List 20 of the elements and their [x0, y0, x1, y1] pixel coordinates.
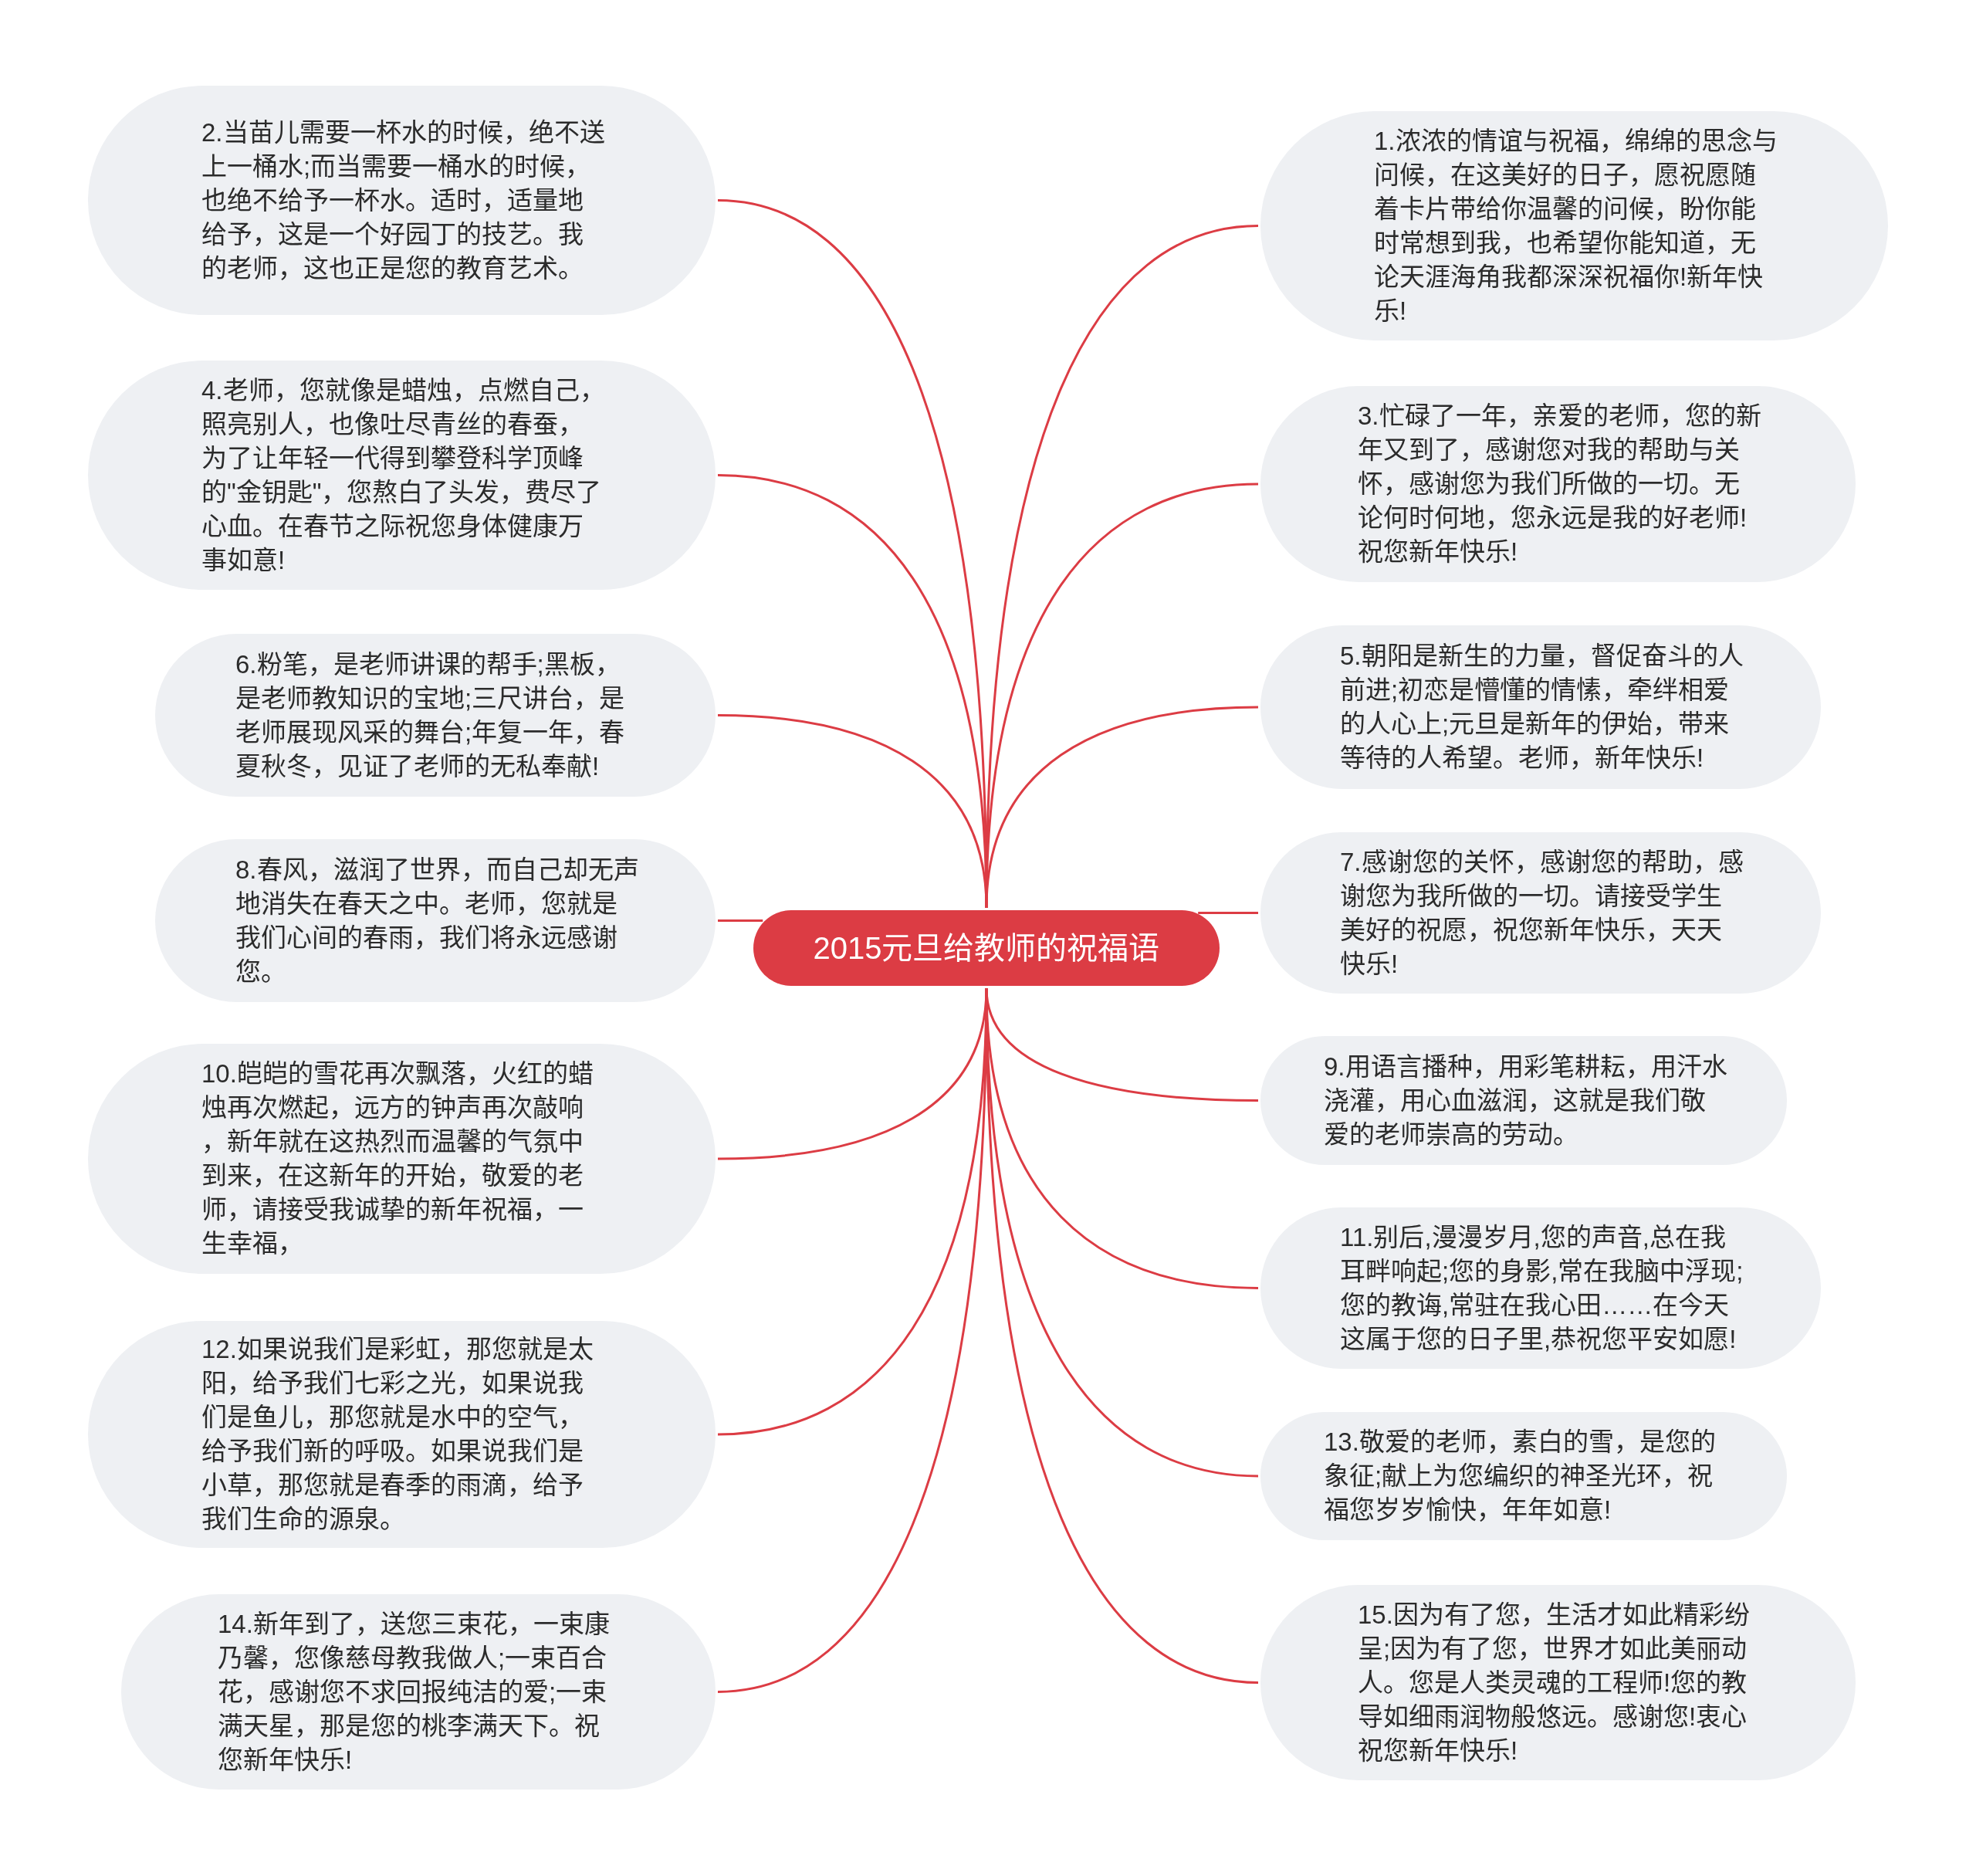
connector-line	[717, 714, 988, 909]
message-text: 11.别后,漫漫岁月,您的声音,总在我耳畔响起;您的身影,常在我脑中浮现;您的教诲,常驻在我心田……在今天这属于您的日子里,恭祝您平安如愿!	[1340, 1221, 1744, 1355]
message-text: 14.新年到了，送您三束花，一束康乃馨，您像慈母教我做人;一束百合花，感谢您不求回报纯洁的爱;一束满天星，那是您的桃李满天下。祝您新年快乐!	[218, 1608, 611, 1776]
connector-line	[985, 706, 1259, 909]
message-text: 7.感谢您的关怀，感谢您的帮助，感谢您为我所做的一切。请接受学生美好的祝愿，祝您新年快乐，天天快乐!	[1340, 846, 1744, 980]
message-text: 1.浓浓的情谊与祝福，绵绵的思念与问候，在这美好的日子，愿祝愿随着卡片带给你温馨的问候，盼你能时常想到我，也希望你能知道，无论天涯海角我都深深祝福你!新年快乐!	[1374, 125, 1778, 327]
message-text: 10.皑皑的雪花再次飘落，火红的蜡烛再次燃起，远方的钟声再次敲响，新年就在这热烈而温馨的气氛中到来，在这新年的开始，敬爱的老师，请接受我诚挚的新年祝福，一生幸福，	[201, 1058, 594, 1259]
message-text: 3.忙碌了一年，亲爱的老师，您的新年又到了，感谢您对我的帮助与关怀，感谢您为我们所做的一切。无论何时何地，您永远是我的好老师!祝您新年快乐!	[1358, 401, 1762, 567]
connector-line	[1198, 912, 1258, 914]
message-text: 9.用语言播种，用彩笔耕耘，用汗水浇灌，用心血滋润，这就是我们敬爱的老师崇高的劳动。	[1324, 1051, 1728, 1150]
message-text: 5.朝阳是新生的力量，督促奋斗的人前进;初恋是懵懂的情愫，牵绊相爱的人心上;元旦是新年的伊始，带来等待的人希望。老师，新年快乐!	[1340, 641, 1744, 774]
message-text: 4.老师，您就像是蜡烛，点燃自己，照亮别人，也像吐尽青丝的春蚕，为了让年轻一代得到攀登科学顶峰的"金钥匙"，您熬白了头发，费尽了心血。在春节之际祝您身体健康万事如意!	[201, 374, 606, 576]
topic-text: 2015元旦给教师的祝福语	[813, 930, 1160, 967]
message-text: 6.粉笔，是老师讲课的帮手;黑板，是老师教知识的宝地;三尺讲台，是老师展现风采的舞台;年复一年，春夏秋冬，见证了老师的无私奉献!	[235, 648, 626, 782]
connector-line	[718, 919, 763, 922]
message-text: 2.当苗儿需要一杯水的时候，绝不送上一桶水;而当需要一桶水的时候，也绝不给予一杯水。适时，适量地给予，这是一个好园丁的技艺。我的老师，这也正是您的教育艺术。	[201, 117, 606, 284]
message-text: 13.敬爱的老师，素白的雪，是您的象征;献上为您编织的神圣光环，祝福您岁岁愉快，年年如意!	[1324, 1427, 1717, 1526]
message-text: 15.因为有了您，生活才如此精彩纷呈;因为有了您，世界才如此美丽动人。您是人类灵魂的工程师!您的教导如细雨润物般悠远。感谢您!衷心祝您新年快乐!	[1358, 1599, 1751, 1766]
message-text: 12.如果说我们是彩虹，那您就是太阳，给予我们七彩之光，如果说我们是鱼儿，那您就是水中的空气，给予我们新的呼吸。如果说我们是小草，那您就是春季的雨滴，给予我们生命的源泉。	[201, 1334, 594, 1535]
message-text: 8.春风，滋润了世界，而自己却无声地消失在春天之中。老师，您就是我们心间的春雨，我们将永远感谢您。	[235, 854, 640, 987]
